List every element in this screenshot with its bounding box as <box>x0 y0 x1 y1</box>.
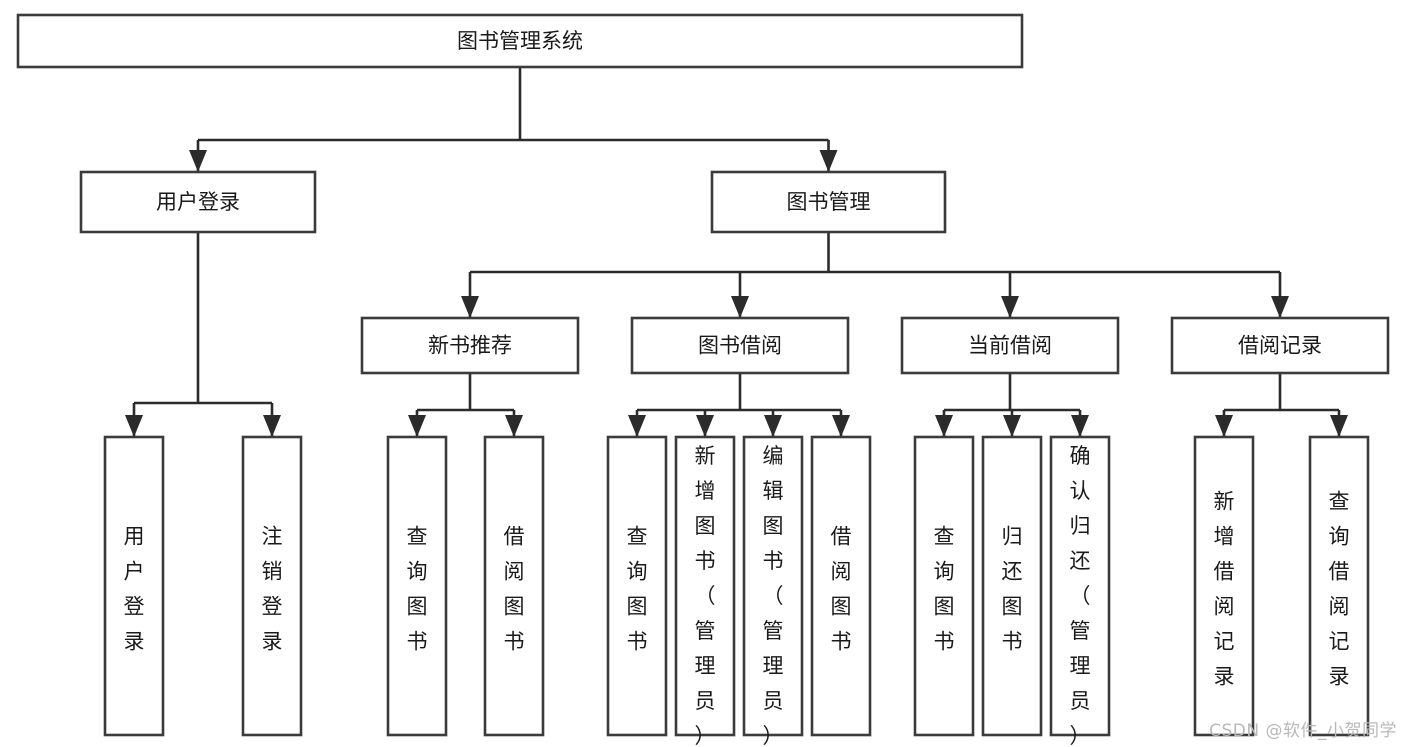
node-label: 查询图书 <box>934 524 955 653</box>
node-book-management[interactable]: 图书管理 <box>710 170 947 234</box>
node-box <box>360 316 580 375</box>
arrow-head-icon <box>1001 296 1019 318</box>
node-label: 新书推荐 <box>428 334 512 358</box>
node-leaf-add-record[interactable]: 新增借阅记录 <box>1193 435 1255 737</box>
node-label: 查询借阅记录 <box>1329 489 1350 688</box>
node-box <box>16 13 1024 69</box>
node-label: 借阅图书 <box>504 524 525 653</box>
node-box <box>1308 435 1370 737</box>
node-box <box>900 316 1120 375</box>
arrow-head-icon <box>125 415 143 437</box>
arrow-head-icon <box>696 415 714 437</box>
node-leaf-query-book-3[interactable]: 查询图书 <box>913 435 975 737</box>
node-leaf-user-login[interactable]: 用户登录 <box>103 435 165 737</box>
node-label: 查询图书 <box>407 524 428 653</box>
node-label: 注销登录 <box>262 524 283 653</box>
arrow-head-icon <box>1003 415 1021 437</box>
connectors-layer <box>125 67 1348 437</box>
node-box <box>913 435 975 737</box>
node-label: 新增借阅记录 <box>1214 489 1235 688</box>
node-box <box>241 435 303 737</box>
node-box <box>606 435 668 737</box>
node-box <box>674 435 736 737</box>
arrow-head-icon <box>189 150 207 172</box>
node-label: 当前借阅 <box>968 334 1052 358</box>
node-label: 图书管理 <box>787 190 871 214</box>
node-label: 确认归还（管理员） <box>1070 444 1091 747</box>
node-label: 用户登录 <box>124 524 145 653</box>
node-leaf-borrow-book-1[interactable]: 借阅图书 <box>483 435 545 737</box>
node-leaf-confirm-return[interactable]: 确认归还（管理员） <box>1049 435 1111 747</box>
arrow-head-icon <box>263 415 281 437</box>
node-leaf-query-book-1[interactable]: 查询图书 <box>386 435 448 737</box>
node-new-book-recommend[interactable]: 新书推荐 <box>360 316 580 375</box>
node-box <box>1193 435 1255 737</box>
arrow-head-icon <box>1271 296 1289 318</box>
arrow-head-icon <box>628 415 646 437</box>
arrow-head-icon <box>731 296 749 318</box>
node-leaf-edit-book[interactable]: 编辑图书（管理员） <box>742 435 804 747</box>
node-leaf-logout[interactable]: 注销登录 <box>241 435 303 737</box>
node-label: 图书借阅 <box>698 334 782 358</box>
node-label: 借阅图书 <box>831 524 852 653</box>
node-leaf-query-book-2[interactable]: 查询图书 <box>606 435 668 737</box>
node-box <box>981 435 1043 737</box>
node-root[interactable]: 图书管理系统 <box>16 13 1024 69</box>
node-leaf-add-book[interactable]: 新增图书（管理员） <box>674 435 736 747</box>
arrow-head-icon <box>832 415 850 437</box>
arrow-head-icon <box>461 296 479 318</box>
node-box <box>483 435 545 737</box>
node-book-borrow[interactable]: 图书借阅 <box>630 316 850 375</box>
node-box <box>1049 435 1111 737</box>
node-borrow-record[interactable]: 借阅记录 <box>1170 316 1390 375</box>
node-label: 用户登录 <box>156 190 240 214</box>
node-box <box>742 435 804 737</box>
arrow-head-icon <box>819 150 838 172</box>
arrow-head-icon <box>935 415 953 437</box>
node-box <box>103 435 165 737</box>
node-leaf-query-record[interactable]: 查询借阅记录 <box>1308 435 1370 737</box>
node-label: 借阅记录 <box>1238 334 1322 358</box>
node-box <box>710 170 947 234</box>
arrow-head-icon <box>1330 415 1348 437</box>
csdn-watermark: CSDN @软件_小贺同学 <box>1209 721 1397 741</box>
node-label: 编辑图书（管理员） <box>763 444 784 747</box>
node-user-login[interactable]: 用户登录 <box>79 170 317 234</box>
node-box <box>79 170 317 234</box>
node-leaf-return-book[interactable]: 归还图书 <box>981 435 1043 737</box>
node-label: 新增图书（管理员） <box>695 444 716 747</box>
arrow-head-icon <box>505 415 523 437</box>
arrow-head-icon <box>764 415 782 437</box>
arrow-head-icon <box>408 415 426 437</box>
node-box <box>810 435 872 737</box>
node-label: 查询图书 <box>627 524 648 653</box>
node-box <box>1170 316 1390 375</box>
node-box <box>630 316 850 375</box>
nodes-layer: 图书管理系统用户登录图书管理新书推荐图书借阅当前借阅借阅记录用户登录注销登录查询… <box>16 13 1390 747</box>
node-current-borrow[interactable]: 当前借阅 <box>900 316 1120 375</box>
arrow-head-icon <box>1071 415 1089 437</box>
node-box <box>386 435 448 737</box>
node-label: 归还图书 <box>1002 524 1023 653</box>
node-label: 图书管理系统 <box>457 29 583 53</box>
node-leaf-borrow-book-2[interactable]: 借阅图书 <box>810 435 872 737</box>
arrow-head-icon <box>1215 415 1233 437</box>
